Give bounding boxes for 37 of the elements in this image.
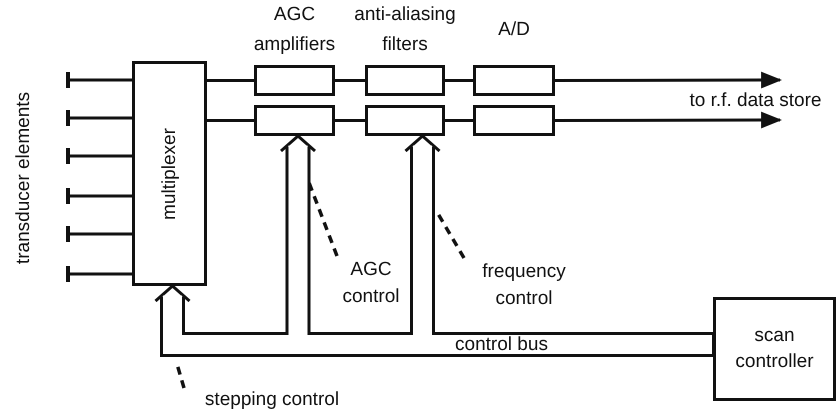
transducer-terminal xyxy=(66,148,70,164)
controller-block: scan controller xyxy=(713,297,836,401)
callout-text: stepping control xyxy=(182,386,362,412)
signal-line xyxy=(70,116,132,120)
transducer-terminal xyxy=(66,72,70,88)
signal-line xyxy=(335,119,365,122)
callout-text: AGC control xyxy=(333,256,409,310)
side-label: transducer elements xyxy=(13,92,35,264)
signal-line xyxy=(445,79,473,82)
signal-line xyxy=(445,119,473,122)
arrow xyxy=(555,72,782,88)
signal-line xyxy=(70,78,132,82)
transducer-terminal xyxy=(66,266,70,282)
callout-text: frequency control xyxy=(462,258,586,312)
bus-label: control bus xyxy=(455,335,548,354)
circuit-block xyxy=(473,105,555,136)
block-heading: A/D xyxy=(497,18,531,42)
transducer-terminal xyxy=(66,110,70,126)
block-label: multiplexer xyxy=(158,128,180,220)
circuit-block xyxy=(365,105,445,136)
block-heading: AGC amplifiers xyxy=(252,3,336,57)
signal-line xyxy=(207,119,254,122)
multiplexer-block xyxy=(132,61,207,286)
leader-line xyxy=(175,364,186,388)
signal-line xyxy=(335,79,365,82)
signal-line xyxy=(70,154,132,158)
transducer-terminal xyxy=(66,226,70,242)
transducer-terminal xyxy=(66,188,70,204)
signal-line xyxy=(207,79,254,82)
block-heading: anti-aliasing filters xyxy=(353,3,457,57)
signal-line xyxy=(70,194,132,198)
leader-line xyxy=(436,211,466,259)
arrow xyxy=(555,112,782,128)
circuit-block xyxy=(254,105,335,136)
signal-line xyxy=(70,272,132,276)
callout-text: to r.f. data store xyxy=(673,80,838,120)
signal-line xyxy=(70,232,132,236)
